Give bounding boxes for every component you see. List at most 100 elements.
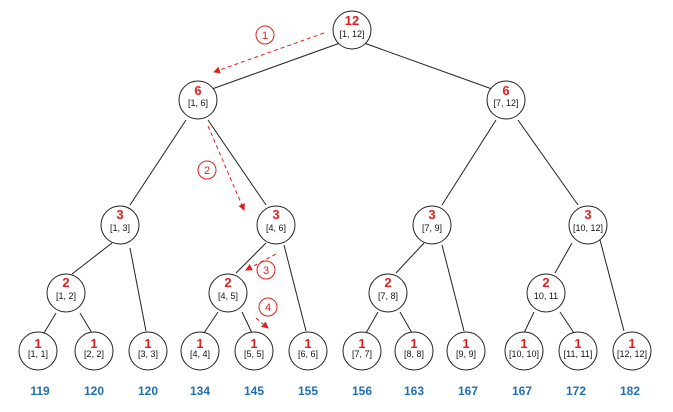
leaf-node: 1 [8, 8]: [394, 331, 434, 371]
edge: [79, 312, 93, 334]
edge: [523, 311, 535, 334]
edge: [395, 242, 425, 274]
leaf-node: 1 [12, 12]: [612, 331, 652, 371]
edge: [241, 311, 253, 334]
edge: [203, 311, 219, 334]
tree-node: 3 [1, 3]: [100, 205, 140, 245]
edge: [211, 42, 341, 90]
node-range: [10, 10]: [509, 349, 539, 359]
node-range: [7, 12]: [493, 98, 518, 108]
edge: [71, 242, 113, 275]
leaf-node: 1 [9, 9]: [446, 331, 486, 371]
node-range: [1, 12]: [339, 29, 364, 39]
edge: [365, 311, 379, 334]
node-count: 2: [384, 275, 391, 290]
edge: [43, 312, 57, 334]
leaf-node: 1 [2, 2]: [74, 331, 114, 371]
tree-node: 3 [10, 12]: [568, 205, 608, 245]
node-count: 1: [574, 336, 581, 351]
node-count: 1: [410, 336, 417, 351]
node-range: [6, 6]: [298, 349, 318, 359]
node-range: [8, 8]: [404, 349, 424, 359]
node-range: [7, 8]: [378, 291, 398, 301]
node-range: [1, 6]: [188, 98, 208, 108]
step-marker-4: 4: [258, 297, 278, 317]
node-range: [3, 3]: [138, 349, 158, 359]
leaf-value: 182: [620, 384, 640, 398]
node-range: [12, 12]: [617, 349, 647, 359]
node-count: 1: [90, 336, 97, 351]
tree-node: 6 [7, 12]: [486, 80, 526, 120]
leaf-node: 1 [6, 6]: [288, 331, 328, 371]
leaf-node: 1 [4, 4]: [180, 331, 220, 371]
tree-node: 3 [4, 6]: [256, 205, 296, 245]
edge: [363, 42, 493, 90]
leaf-value: 163: [404, 384, 424, 398]
leaf-value: 145: [244, 384, 264, 398]
edge: [517, 119, 579, 206]
tree-node-root: 12 [1, 12]: [332, 10, 372, 50]
node-range: [7, 7]: [352, 349, 372, 359]
step-marker-3: 3: [256, 260, 276, 280]
leaf-node: 1 [5, 5]: [234, 331, 274, 371]
tree-edges: [43, 42, 625, 334]
node-count: 1: [304, 336, 311, 351]
node-range: [11, 11]: [564, 349, 593, 359]
edge: [207, 119, 267, 206]
node-range: [4, 5]: [218, 291, 238, 301]
leaf-node: 1 [3, 3]: [128, 331, 168, 371]
node-range: [1, 1]: [28, 349, 48, 359]
edge: [559, 311, 575, 334]
leaf-value: 172: [566, 384, 586, 398]
step-number: 4: [265, 302, 271, 314]
node-count: 3: [428, 207, 435, 222]
node-count: 1: [34, 336, 41, 351]
leaf-value: 155: [298, 384, 318, 398]
edge: [283, 244, 307, 332]
node-count: 3: [272, 207, 279, 222]
edge: [441, 244, 465, 332]
node-range: [7, 9]: [422, 223, 442, 233]
node-count: 2: [224, 275, 231, 290]
node-count: 1: [196, 336, 203, 351]
step-arrow-1: [213, 32, 325, 74]
step-number: 3: [263, 265, 269, 277]
edge: [399, 311, 413, 334]
node-range: [4, 6]: [266, 223, 286, 233]
leaf-node: 1 [10, 10]: [504, 331, 544, 371]
node-range: [2, 2]: [84, 349, 104, 359]
tree-node: 2 [1, 2]: [46, 273, 86, 313]
edge: [235, 242, 267, 274]
step-arrow-4: [255, 317, 269, 329]
leaf-value: 156: [352, 384, 372, 398]
node-count: 1: [462, 336, 469, 351]
edge: [129, 119, 187, 206]
node-count: 2: [62, 275, 69, 290]
edge: [554, 242, 573, 274]
node-count: 1: [250, 336, 257, 351]
node-range: [1, 3]: [110, 223, 130, 233]
step-marker-2: 2: [197, 160, 217, 180]
node-range: [1, 2]: [56, 291, 76, 301]
node-count: 12: [345, 13, 359, 28]
step-number: 1: [262, 30, 268, 42]
step-number: 2: [204, 165, 210, 177]
node-count: 1: [358, 336, 365, 351]
tree-node: 2 10, 11: [526, 273, 566, 313]
leaf-value: 119: [30, 384, 50, 398]
tree-node: 2 [7, 8]: [368, 273, 408, 313]
leaf-node: 1 [7, 7]: [342, 331, 382, 371]
node-count: 3: [584, 207, 591, 222]
tree-node: 2 [4, 5]: [208, 273, 248, 313]
leaf-value: 134: [190, 384, 210, 398]
node-count: 1: [144, 336, 151, 351]
node-range: [9, 9]: [456, 349, 476, 359]
edge: [599, 239, 625, 332]
node-count: 1: [628, 336, 635, 351]
node-range: [10, 12]: [573, 223, 603, 233]
leaf-values: 119 120 120 134 145 155 156 163 167 167 …: [30, 384, 640, 398]
leaf-value: 120: [138, 384, 158, 398]
edge: [129, 247, 147, 332]
node-range: [5, 5]: [244, 349, 264, 359]
